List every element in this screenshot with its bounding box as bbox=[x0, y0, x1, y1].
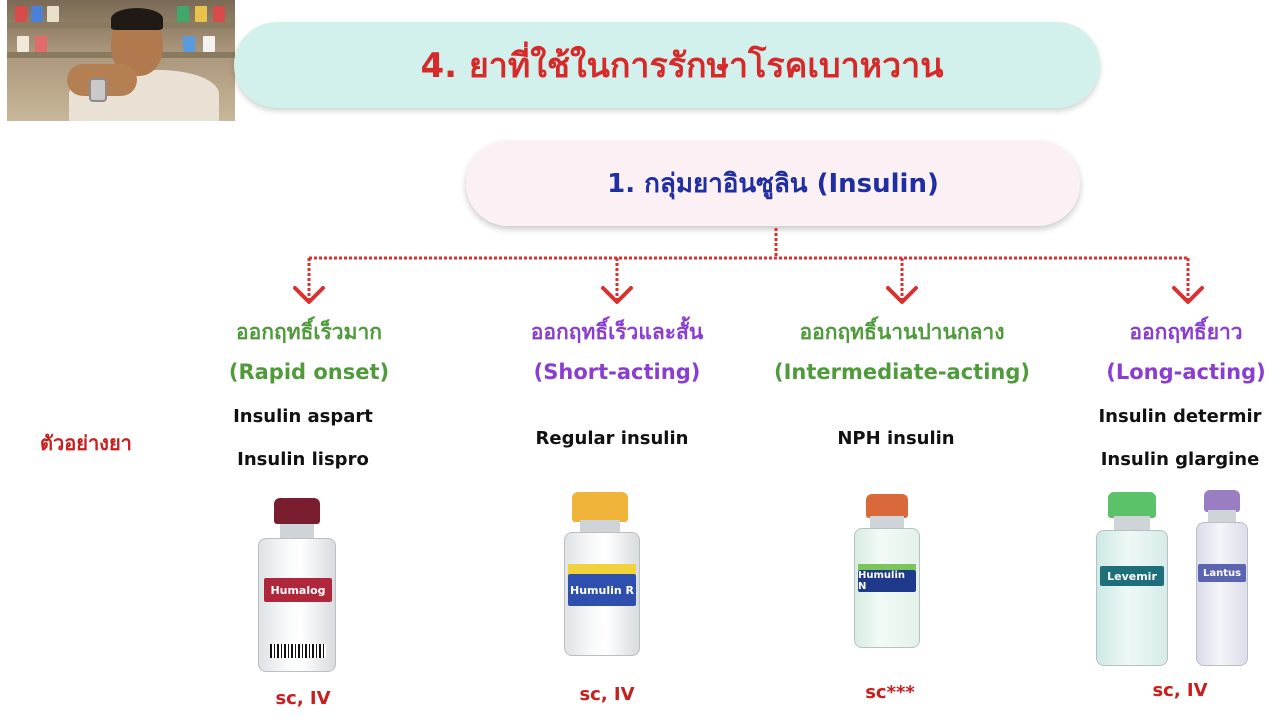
category-4-drug-1: Insulin determir bbox=[1098, 406, 1262, 427]
category-2-thai: ออกฤทธิ์เร็วและสั้น bbox=[530, 320, 704, 344]
category-3-thai: ออกฤทธิ์นานปานกลาง bbox=[799, 320, 1005, 344]
category-3-drug-1: NPH insulin bbox=[837, 428, 955, 449]
category-1-drug-2: Insulin lispro bbox=[237, 449, 369, 470]
title-banner: 4. ยาที่ใช้ในการรักษาโรคเบาหวาน bbox=[234, 22, 1100, 108]
lantus-vial-image: Lantus bbox=[1194, 490, 1250, 666]
slide-title: 4. ยาที่ใช้ในการรักษาโรคเบาหวาน bbox=[420, 46, 944, 86]
category-4-thai: ออกฤทธิ์ยาว bbox=[1129, 320, 1243, 344]
vial-label: Humulin N bbox=[858, 570, 916, 592]
vial-label: Humulin R bbox=[568, 574, 636, 606]
arrowhead-4 bbox=[1172, 286, 1204, 304]
category-1-drug-1: Insulin aspart bbox=[233, 406, 373, 427]
webcam-video-inset bbox=[7, 0, 235, 121]
subtitle-banner: 1. กลุ่มยาอินซูลิน (Insulin) bbox=[466, 141, 1080, 226]
arrowhead-2 bbox=[601, 286, 633, 304]
levemir-vial-image: Levemir bbox=[1094, 492, 1170, 666]
category-1-english: (Rapid onset) bbox=[228, 360, 390, 384]
arrowhead-1 bbox=[293, 286, 325, 304]
humulin-n-vial-image: Humulin N bbox=[852, 494, 922, 648]
category-4-drug-2: Insulin glargine bbox=[1100, 449, 1260, 470]
section-subtitle: 1. กลุ่มยาอินซูลิน (Insulin) bbox=[607, 169, 939, 199]
example-label: ตัวอย่างยา bbox=[40, 431, 132, 455]
category-2-drug-1: Regular insulin bbox=[535, 428, 689, 449]
category-2-route: sc, IV bbox=[579, 684, 635, 705]
wristwatch bbox=[89, 78, 107, 102]
category-4-route: sc, IV bbox=[1152, 680, 1208, 701]
category-2-english: (Short-acting) bbox=[533, 360, 701, 384]
category-3-english: (Intermediate-acting) bbox=[774, 360, 1030, 384]
humulin-r-vial-image: Humulin R bbox=[562, 490, 652, 656]
category-4-english: (Long-acting) bbox=[1106, 360, 1266, 384]
category-3-route: sc*** bbox=[865, 682, 915, 703]
category-1-route: sc, IV bbox=[275, 688, 331, 709]
vial-label: Levemir bbox=[1100, 566, 1164, 586]
humalog-vial-image: Humalog bbox=[250, 498, 344, 672]
presenter-hair bbox=[111, 8, 163, 30]
vial-label: Lantus bbox=[1198, 564, 1246, 582]
arrowhead-3 bbox=[886, 286, 918, 304]
category-1-thai: ออกฤทธิ์เร็วมาก bbox=[236, 320, 382, 344]
vial-label: Humalog bbox=[264, 578, 332, 602]
